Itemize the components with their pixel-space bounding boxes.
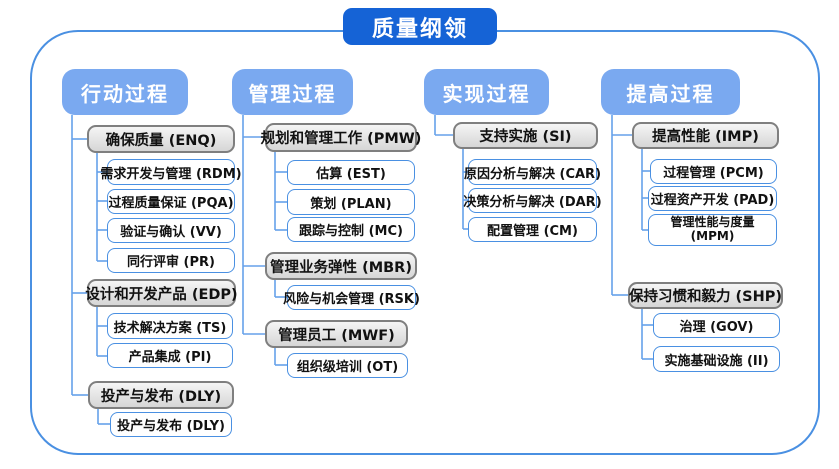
item-box-ts: 技术解决方案 (TS) [107, 313, 233, 339]
item-box-pad: 过程资产开发 (PAD) [648, 186, 777, 211]
column-header-action-process: 行动过程 [62, 69, 188, 115]
group-box-pmw: 规划和管理工作 (PMW) [261, 123, 421, 152]
group-box-enq: 确保质量 (ENQ) [87, 125, 235, 153]
diagram-title: 质量纲领 [343, 8, 497, 45]
item-box-ii: 实施基础设施 (II) [653, 346, 780, 372]
item-box-vv: 验证与确认 (VV) [107, 218, 235, 243]
group-box-imp: 提高性能 (IMP) [632, 122, 779, 149]
item-box-car: 原因分析与解决 (CAR) [464, 159, 601, 185]
column-header-management-process: 管理过程 [232, 69, 353, 115]
group-box-shp: 保持习惯和毅力 (SHP) [628, 282, 783, 309]
group-box-mwf: 管理员工 (MWF) [265, 320, 408, 348]
item-box-cm: 配置管理 (CM) [468, 217, 597, 242]
item-box-rsk: 风险与机会管理 (RSK) [283, 285, 420, 310]
item-box-ot: 组织级培训 (OT) [287, 353, 408, 378]
item-box-dar: 决策分析与解决 (DAR) [463, 188, 602, 213]
item-box-pcm: 过程管理 (PCM) [650, 159, 777, 184]
item-box-mc: 跟踪与控制 (MC) [287, 217, 415, 242]
column-header-improvement-process: 提高过程 [601, 69, 740, 115]
item-box-est: 估算 (EST) [287, 160, 415, 185]
item-box-rdm: 需求开发与管理 (RDM) [100, 159, 242, 185]
item-box-gov: 治理 (GOV) [653, 313, 780, 338]
item-box-pi: 产品集成 (PI) [107, 343, 233, 368]
group-box-dly: 投产与发布 (DLY) [88, 381, 234, 409]
item-box-pr: 同行评审 (PR) [107, 248, 235, 273]
item-box-mpm: 管理性能与度量 (MPM) [648, 214, 777, 246]
column-header-implementation-process: 实现过程 [424, 69, 549, 115]
group-box-si: 支持实施 (SI) [453, 122, 598, 149]
group-box-mbr: 管理业务弹性 (MBR) [265, 252, 417, 280]
item-box-dly: 投产与发布 (DLY) [110, 412, 232, 437]
item-box-pqa: 过程质量保证 (PQA) [107, 189, 235, 214]
group-box-edp: 设计和开发产品 (EDP) [85, 279, 238, 307]
item-box-plan: 策划 (PLAN) [287, 189, 415, 215]
